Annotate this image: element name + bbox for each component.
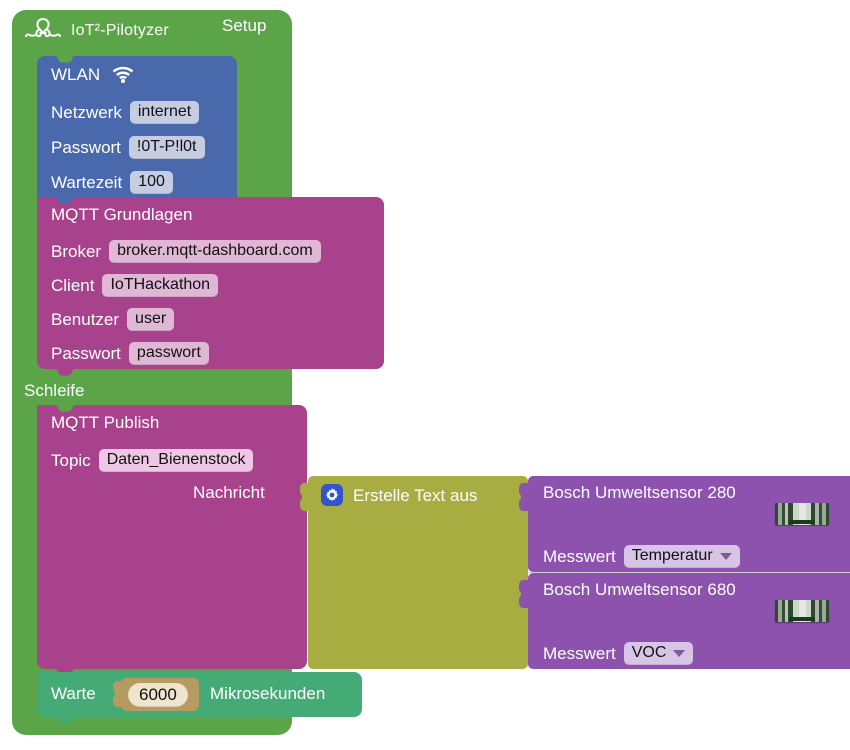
mqtt-basics-field-benutzer[interactable]: Benutzer user (51, 308, 175, 331)
gear-icon[interactable] (321, 484, 343, 506)
wlan-field-wartezeit[interactable]: Wartezeit 100 (51, 171, 173, 194)
wlan-title-row: WLAN (51, 66, 134, 83)
wlan-field-wartezeit-value[interactable]: 100 (130, 171, 173, 194)
mqtt-basics-title-row: MQTT Grundlagen (51, 206, 192, 223)
sensor-680-measure-dropdown[interactable]: VOC (623, 642, 694, 665)
sensor-280-measure-value: Temperatur (631, 547, 713, 564)
sensor-680-title-row: Bosch Umweltsensor 680 (543, 581, 736, 598)
wlan-field-netzwerk-value[interactable]: internet (129, 101, 200, 124)
mqtt-basics-title: MQTT Grundlagen (51, 205, 193, 224)
mqtt-basics-field-passwort-label: Passwort (51, 344, 121, 363)
setup-block-header[interactable] (12, 10, 292, 56)
sensor-280-title-row: Bosch Umweltsensor 280 (543, 484, 736, 501)
frame-cutout-3 (292, 375, 850, 407)
mqtt-basics-field-passwort-value[interactable]: passwort (128, 342, 209, 365)
number-block-value-row[interactable]: 6000 (128, 683, 188, 707)
setup-block-label: Setup (222, 16, 267, 35)
wlan-field-wartezeit-label: Wartezeit (51, 173, 123, 192)
sensor-680-measure-row[interactable]: Messwert VOC (543, 642, 694, 665)
mqtt-publish-message-label: Nachricht (193, 483, 265, 502)
mqtt-publish-topic-row[interactable]: Topic Daten_Bienenstock (51, 449, 254, 472)
wait-block-row: Warte (51, 685, 96, 702)
mqtt-basics-field-broker-value[interactable]: broker.mqtt-dashboard.com (109, 240, 321, 263)
sensor-280-measure-label: Messwert (543, 547, 616, 566)
sensor-board-icon (775, 503, 829, 525)
create-text-title-row: Erstelle Text aus (321, 484, 477, 506)
mqtt-basics-field-broker[interactable]: Broker broker.mqtt-dashboard.com (51, 240, 321, 263)
chevron-down-icon (719, 552, 732, 560)
mqtt-basics-field-benutzer-value[interactable]: user (127, 308, 175, 331)
frame-cutout-1 (292, 50, 850, 375)
wlan-field-passwort-label: Passwort (51, 138, 121, 157)
sensor-280-measure-dropdown[interactable]: Temperatur (623, 545, 740, 568)
wait-block-label: Warte (51, 684, 96, 703)
loop-block-label-row: Schleife (24, 382, 84, 399)
mqtt-publish-topic-value[interactable]: Daten_Bienenstock (98, 449, 254, 472)
bee-logo-icon (20, 16, 66, 47)
sensor-280-measure-row[interactable]: Messwert Temperatur (543, 545, 740, 568)
mqtt-publish-block[interactable] (37, 405, 307, 669)
mqtt-basics-field-benutzer-label: Benutzer (51, 310, 120, 329)
wifi-icon (112, 66, 134, 83)
wait-block[interactable] (37, 672, 362, 717)
sensor-blocks-divider (528, 572, 850, 573)
mqtt-publish-message-row: Nachricht (193, 484, 265, 501)
sensor-board-icon-2 (775, 600, 829, 622)
app-logo: IoT²-Pilotyzer (20, 16, 180, 46)
app-logo-text: IoT²-Pilotyzer (71, 22, 169, 39)
wlan-field-netzwerk-label: Netzwerk (51, 103, 122, 122)
mqtt-basics-field-passwort[interactable]: Passwort passwort (51, 342, 209, 365)
wlan-field-passwort[interactable]: Passwort !0T-P!l0t (51, 136, 205, 159)
wlan-field-passwort-value[interactable]: !0T-P!l0t (128, 136, 205, 159)
wait-block-unit-row: Mikrosekunden (210, 685, 325, 702)
mqtt-basics-field-client-value[interactable]: IoTHackathon (102, 274, 219, 297)
wait-block-unit-label: Mikrosekunden (210, 684, 326, 703)
mqtt-publish-title-row: MQTT Publish (51, 414, 159, 431)
sensor-680-measure-label: Messwert (543, 644, 616, 663)
mqtt-basics-field-broker-label: Broker (51, 242, 102, 261)
create-text-block[interactable] (308, 476, 528, 669)
loop-block-label: Schleife (24, 381, 85, 400)
chevron-down-icon-2 (673, 649, 686, 657)
wlan-title: WLAN (51, 65, 101, 84)
number-block-value[interactable]: 6000 (128, 683, 188, 707)
mqtt-basics-field-client-label: Client (51, 276, 95, 295)
mqtt-basics-field-client[interactable]: Client IoTHackathon (51, 274, 219, 297)
create-text-title: Erstelle Text aus (353, 485, 478, 505)
wlan-field-netzwerk[interactable]: Netzwerk internet (51, 101, 200, 124)
mqtt-publish-topic-label: Topic (51, 451, 91, 470)
sensor-680-measure-value: VOC (631, 644, 667, 661)
mqtt-publish-title: MQTT Publish (51, 413, 160, 432)
sensor-280-title: Bosch Umweltsensor 280 (543, 483, 736, 502)
sensor-680-title: Bosch Umweltsensor 680 (543, 580, 736, 599)
